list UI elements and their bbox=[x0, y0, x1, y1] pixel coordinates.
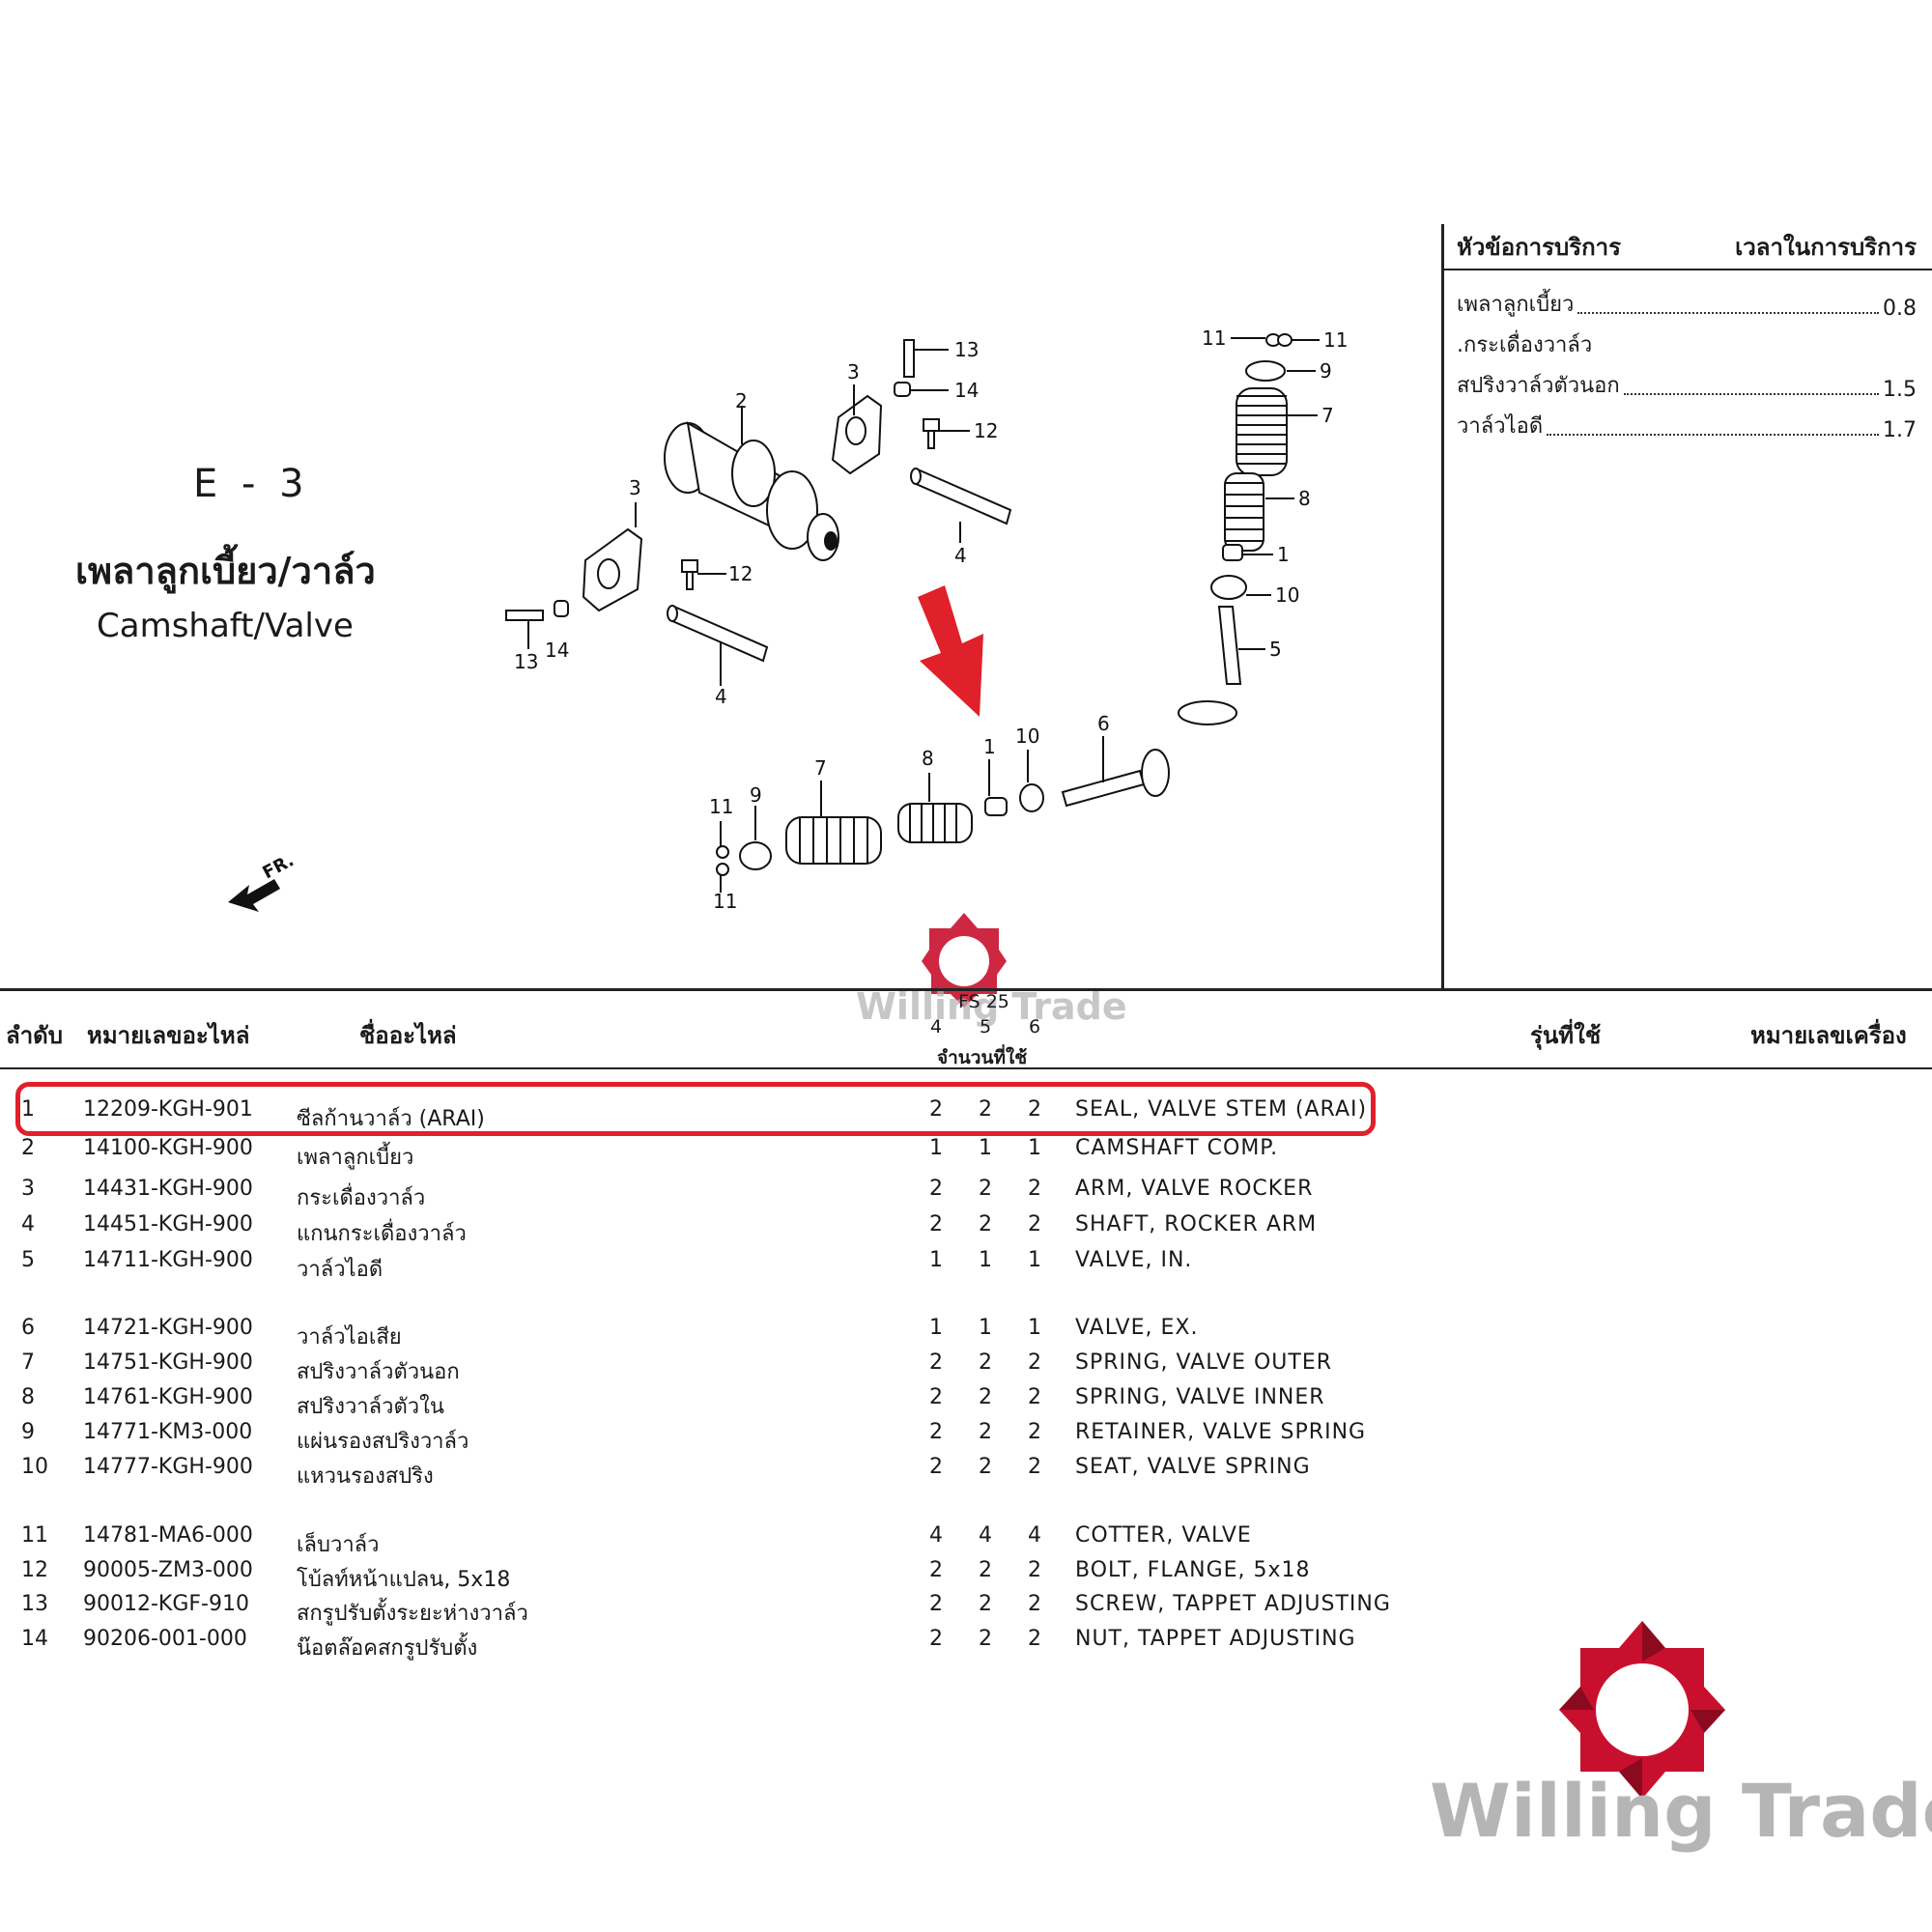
service-item: วาล์วไอดี1.7 bbox=[1457, 414, 1917, 442]
flange-bolt-lower bbox=[681, 559, 698, 573]
table-row: 1 12209-KGH-901 ซีลก้านวาล์ว (ARAI) 2 2 … bbox=[21, 1097, 1368, 1131]
column-header-part-no: หมายเลขอะไหล่ bbox=[87, 1022, 250, 1049]
service-topic-header: หัวข้อการบริการ bbox=[1457, 234, 1622, 261]
adjusting-screw-lower bbox=[505, 610, 544, 621]
table-row: 12 90005-ZM3-000 โบ้ลท์หน้าแปลน, 5x18 2 … bbox=[21, 1558, 1311, 1592]
column-header-model-4: 4 bbox=[930, 1016, 943, 1037]
watermark-brand-small: Willing Trade bbox=[856, 985, 1127, 1028]
section-code: E - 3 bbox=[193, 462, 310, 506]
table-row: 2 14100-KGH-900 เพลาลูกเบี้ยว 1 1 1 CAMS… bbox=[21, 1136, 1279, 1170]
flange-bolt-upper bbox=[923, 418, 940, 432]
callout-1b: 1 bbox=[983, 735, 996, 758]
valve-spring-seat bbox=[1210, 575, 1247, 600]
column-header-model-6: 6 bbox=[1029, 1016, 1041, 1037]
front-direction-icon: FR. bbox=[228, 850, 298, 912]
callout-3: 3 bbox=[847, 360, 860, 384]
valve-stem-seal bbox=[1222, 544, 1243, 561]
spring-outer-lower bbox=[785, 816, 882, 865]
callout-11b: 11 bbox=[1323, 328, 1348, 352]
rocker-shaft-upper bbox=[912, 468, 1012, 526]
page-title-thai: เพลาลูกเบี้ยว/วาล์ว bbox=[75, 550, 376, 592]
column-header-model-code: FS 25 bbox=[958, 991, 1009, 1012]
lock-nut-upper bbox=[894, 382, 911, 397]
table-row: 11 14781-MA6-000 เล็บวาล์ว 4 4 4 COTTER,… bbox=[21, 1523, 1252, 1557]
table-row: 5 14711-KGH-900 วาล์วไอดี 1 1 1 VALVE, I… bbox=[21, 1248, 1193, 1282]
table-row: 14 90206-001-000 น๊อตล๊อคสกรูปรับตั้ง 2 … bbox=[21, 1627, 1356, 1661]
valve-in bbox=[1217, 606, 1242, 685]
valve-spring-outer bbox=[1236, 387, 1288, 476]
table-row: 7 14751-KGH-900 สปริงวาล์วตัวนอก 2 2 2 S… bbox=[21, 1350, 1333, 1384]
camshaft-part bbox=[664, 421, 839, 561]
adjusting-screw-upper bbox=[903, 339, 915, 378]
lock-nut-lower bbox=[554, 600, 569, 617]
svg-text:FR.: FR. bbox=[259, 850, 297, 883]
callout-9: 9 bbox=[1320, 359, 1332, 383]
table-row: 4 14451-KGH-900 แกนกระเดื่องวาล์ว 2 2 2 … bbox=[21, 1212, 1318, 1246]
service-panel-divider bbox=[1441, 224, 1444, 990]
table-row: 3 14431-KGH-900 กระเดื่องวาล์ว 2 2 2 ARM… bbox=[21, 1177, 1314, 1210]
watermark-logo-large-icon bbox=[1559, 1621, 1725, 1799]
service-time-header: เวลาในการบริการ bbox=[1735, 234, 1917, 261]
valve-spring-inner bbox=[1224, 472, 1264, 552]
column-header-qty: จำนวนที่ใช้ bbox=[937, 1047, 1028, 1068]
column-header-model: รุ่นที่ใช้ bbox=[1530, 1022, 1602, 1049]
callout-14b: 14 bbox=[545, 639, 569, 662]
table-row: 6 14721-KGH-900 วาล์วไอเสีย 1 1 1 VALVE,… bbox=[21, 1316, 1199, 1350]
valve-spring-retainer bbox=[1245, 360, 1286, 382]
callout-8: 8 bbox=[1298, 487, 1311, 510]
service-header-rule bbox=[1443, 269, 1932, 270]
callout-10: 10 bbox=[1275, 583, 1299, 607]
callout-1: 1 bbox=[1277, 543, 1290, 566]
table-row: 9 14771-KM3-000 แผ่นรองสปริงวาล์ว 2 2 2 … bbox=[21, 1420, 1367, 1454]
callout-3b: 3 bbox=[629, 476, 641, 499]
column-header-model-5: 5 bbox=[980, 1016, 992, 1037]
callout-4: 4 bbox=[954, 544, 967, 567]
red-pointer-arrow-icon bbox=[918, 585, 983, 717]
table-top-rule bbox=[0, 988, 1932, 991]
callout-12b: 12 bbox=[728, 562, 753, 585]
seal-lower bbox=[984, 797, 1008, 816]
table-row: 13 90012-KGF-910 สกรูปรับตั้งระยะห่างวาล… bbox=[21, 1592, 1391, 1626]
callout-12: 12 bbox=[974, 419, 998, 442]
callout-5: 5 bbox=[1269, 638, 1282, 661]
callout-11: 11 bbox=[1202, 327, 1226, 350]
spring-inner-lower bbox=[897, 803, 973, 843]
callout-7: 7 bbox=[1321, 404, 1334, 427]
table-header-rule bbox=[0, 1067, 1932, 1069]
callout-7b: 7 bbox=[814, 756, 827, 780]
seat-lower bbox=[1019, 783, 1044, 812]
table-row: 10 14777-KGH-900 แหวนรองสปริง 2 2 2 SEAT… bbox=[21, 1455, 1311, 1489]
column-header-part-name: ชื่ออะไหล่ bbox=[359, 1022, 457, 1049]
callout-13: 13 bbox=[954, 338, 979, 361]
column-header-engine-no: หมายเลขเครื่อง bbox=[1750, 1022, 1907, 1049]
callout-6: 6 bbox=[1097, 712, 1110, 735]
callout-11c: 11 bbox=[709, 795, 733, 818]
table-row: 8 14761-KGH-900 สปริงวาล์วตัวใน 2 2 2 SP… bbox=[21, 1385, 1325, 1419]
callout-11d: 11 bbox=[713, 890, 737, 913]
callout-14: 14 bbox=[954, 379, 979, 402]
callout-2: 2 bbox=[735, 389, 748, 412]
page-title-english: Camshaft/Valve bbox=[97, 607, 354, 645]
service-item: .กระเดื่องวาล์ว bbox=[1457, 333, 1593, 357]
callout-10b: 10 bbox=[1015, 724, 1039, 748]
callout-4b: 4 bbox=[715, 685, 727, 708]
watermark-logo-small-icon bbox=[922, 913, 1007, 1008]
callout-8b: 8 bbox=[922, 747, 934, 770]
column-header-no: ลำดับ bbox=[6, 1022, 64, 1049]
callout-9b: 9 bbox=[750, 783, 762, 807]
watermark-brand-large: Willing Trade bbox=[1430, 1768, 1932, 1854]
callout-13b: 13 bbox=[514, 650, 538, 673]
row-highlight-box bbox=[15, 1082, 1376, 1136]
rocker-shaft-lower bbox=[668, 605, 769, 663]
retainer-lower bbox=[739, 841, 772, 870]
